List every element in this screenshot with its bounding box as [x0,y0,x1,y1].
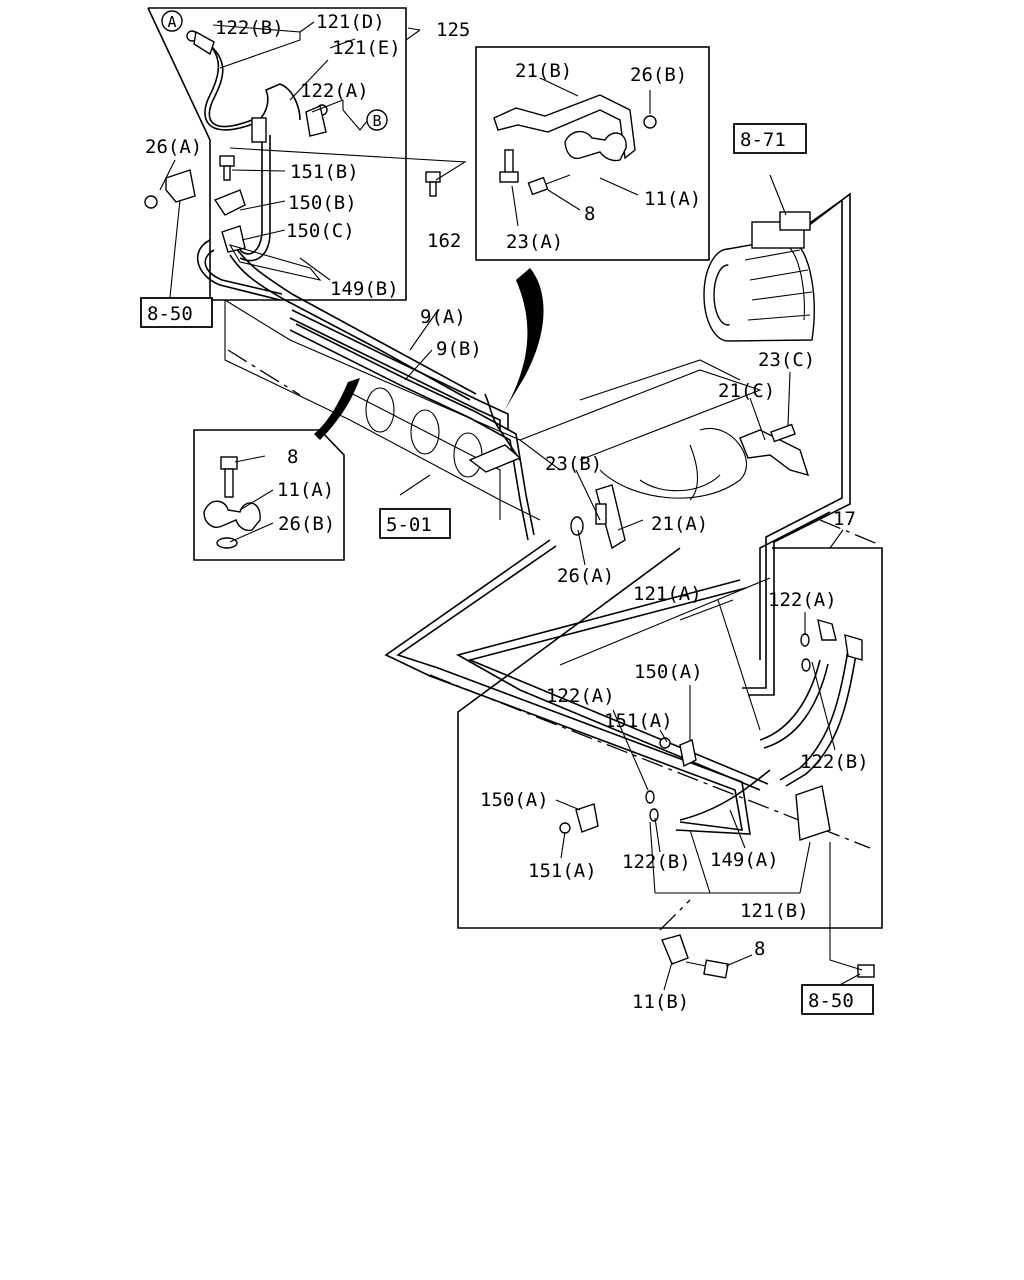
ref-box-8-50-left: 8-50 [140,297,213,328]
callout-9a: 9(A) [420,306,466,328]
pipes-upper-left [196,37,535,541]
callout-151b: 151(B) [290,161,359,183]
callout-122a-mid: 122(A) [546,685,615,707]
callout-121b: 121(B) [740,900,809,922]
lower-right-bracket [457,547,883,929]
callout-21a: 21(A) [651,513,708,535]
callout-151a-bottom: 151(A) [528,860,597,882]
callout-121a: 121(A) [633,583,702,605]
callout-8-bottom: 8 [754,938,765,960]
callout-8-top: 8 [584,203,595,225]
callout-26a-mid: 26(A) [557,565,614,587]
callout-11b: 11(B) [632,991,689,1013]
callout-8-left: 8 [287,446,298,468]
callout-23b: 23(B) [545,453,602,475]
callout-122b-top: 122(B) [215,17,284,39]
callout-121e: 121(E) [332,37,401,59]
callout-26b-left: 26(B) [278,513,335,535]
callout-162: 162 [427,230,461,252]
callout-17: 17 [833,508,856,530]
compressor [703,211,815,342]
chassis-frame [224,299,762,521]
ref-label-8-50-left: 8-50 [147,303,193,325]
reference-letter-a: A [167,13,176,31]
callout-26a-left: 26(A) [145,136,202,158]
callout-23c: 23(C) [758,349,815,371]
callout-150a-mid: 150(A) [634,661,703,683]
reference-letter-b: B [372,112,381,130]
reference-circle-a: A [161,10,183,32]
callout-150a-left: 150(A) [480,789,549,811]
ref-box-8-50-bottom: 8-50 [801,984,874,1015]
callout-149a: 149(A) [710,849,779,871]
callout-9b: 9(B) [436,338,482,360]
callout-150c: 150(C) [286,220,355,242]
ref-label-5-01: 5-01 [386,514,432,536]
callout-11a-top: 11(A) [644,188,701,210]
ref-label-8-71: 8-71 [740,129,786,151]
callout-26b-top: 26(B) [630,64,687,86]
upper-right-inset [475,46,710,418]
ref-box-5-01: 5-01 [379,508,451,539]
callout-11a-left: 11(A) [277,479,334,501]
callout-151a-mid: 151(A) [604,710,673,732]
callout-21b: 21(B) [515,60,572,82]
callout-122a-right: 122(A) [768,589,837,611]
callout-122a-top: 122(A) [300,80,369,102]
ref-box-8-71: 8-71 [733,123,807,154]
left-clamp-inset [193,378,360,561]
leader-lines [159,21,863,991]
hardware [144,30,875,979]
part-callouts: 122(B) 121(D) 125 121(E) 122(A) 26(A) 15… [145,11,869,1013]
callout-23a: 23(A) [506,231,563,253]
callout-122b-bottom: 122(B) [622,851,691,873]
reference-circle-b: B [366,109,388,131]
callout-149b: 149(B) [330,278,399,300]
upper-left-inset [147,7,407,301]
pipes-long-loop [384,192,857,835]
ref-label-8-50-bottom: 8-50 [808,990,854,1012]
callout-125: 125 [436,19,470,41]
callout-122b-right: 122(B) [800,751,869,773]
callout-21c: 21(C) [718,380,775,402]
callout-150b: 150(B) [288,192,357,214]
callout-121d: 121(D) [316,11,385,33]
